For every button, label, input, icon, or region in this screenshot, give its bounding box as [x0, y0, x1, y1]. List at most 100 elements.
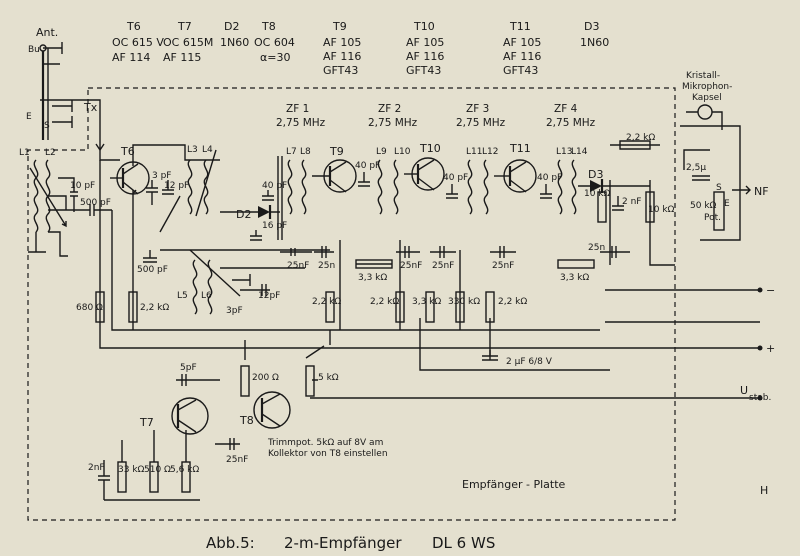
transistor-legend: T6 OC 615 V AF 114 T7 OC 615M AF 115 D2 …	[112, 20, 609, 77]
board-label: Empfänger - Platte	[462, 478, 566, 491]
r-510-label: 510 Ω	[144, 465, 171, 475]
if4-stage: T11 L13 L14 40 pF D3 2 nF 10 kΩ 10 kΩ 25…	[494, 133, 675, 283]
nf-output-label: NF	[754, 185, 769, 198]
pot-e-label: E	[724, 199, 730, 209]
t10-label: T10	[419, 142, 441, 155]
r-2k2-d-label: 2,2 kΩ	[498, 297, 527, 307]
transistor-t6: T6 500 pF	[110, 145, 168, 275]
oscillator-coils-l3-l4: L3 L4 3 pF 12 pF	[146, 145, 217, 233]
c-2uf-label: 2 µF 6/8 V	[506, 357, 553, 367]
c-25nf-e-label: 25nF	[492, 261, 514, 271]
caption-abb: Abb.5:	[206, 534, 255, 552]
legend-t6-line2: AF 114	[112, 51, 150, 64]
r-33k-label: 33 kΩ	[118, 465, 145, 475]
legend-d2-line1: 1N60	[220, 36, 249, 49]
legend-t9-id: T9	[332, 20, 347, 33]
coil-l4-label: L4	[202, 145, 213, 155]
c-3pf-b-label: 3pF	[226, 306, 243, 316]
c-12pf-b-label: 12pF	[258, 291, 280, 301]
legend-t10-id: T10	[413, 20, 435, 33]
legend-t9-line1: AF 105	[323, 36, 361, 49]
coil-l8-label: L8	[300, 147, 311, 157]
initials-mark: H	[760, 484, 768, 497]
coil-l12-label: L12	[482, 147, 498, 157]
antenna-bu-label: Bu	[28, 45, 40, 55]
if1-name: ZF 1	[286, 103, 309, 115]
legend-t6-line1: OC 615 V	[112, 36, 164, 49]
r-3k3-b-label: 3,3 kΩ	[412, 297, 441, 307]
if3-freq: 2,75 MHz	[456, 117, 506, 129]
if2-stage: L9 L10 40 pF 25nF 3,3 kΩ T10	[355, 142, 445, 283]
coil-l1-label: L1	[19, 148, 30, 158]
if2-freq: 2,75 MHz	[368, 117, 418, 129]
if4-name: ZF 4	[554, 103, 578, 115]
c-10pf-label: 10 pF	[70, 181, 95, 191]
t6-label: T6	[120, 145, 135, 158]
legend-t10-line2: AF 116	[406, 50, 444, 63]
r-10k-a-label: 10 kΩ	[584, 189, 611, 199]
r-3k3-c-label: 3,3 kΩ	[560, 273, 589, 283]
pot-label: Pot.	[704, 213, 721, 223]
power-terminals: − + U stab.	[740, 284, 775, 403]
if1-freq: 2,75 MHz	[276, 117, 326, 129]
t9-label: T9	[329, 145, 344, 158]
legend-t9-line3: GFT43	[323, 64, 358, 77]
r-330-label: 330 kΩ	[448, 297, 480, 307]
legend-t8-line1: OC 604	[254, 36, 295, 49]
lower-resistors: 680 Ω 2,2 kΩ 2,2 kΩ 2,2 kΩ 3,3 kΩ 330 kΩ…	[76, 291, 553, 367]
c-25nf-d-label: 25nF	[432, 261, 454, 271]
d3-label: D3	[588, 168, 603, 181]
c-16pf-label: 16 pF	[262, 221, 287, 231]
legend-t8-line2: α=30	[260, 51, 290, 64]
coil-l11-label: L11	[466, 147, 482, 157]
legend-t10-line3: GFT43	[406, 64, 441, 77]
coil-l10-label: L10	[394, 147, 411, 157]
c-25n-b-label: 25n	[318, 261, 335, 271]
legend-t10-line1: AF 105	[406, 36, 444, 49]
c-40pf-a-label: 40 pF	[262, 181, 287, 191]
c-25nf-g-label: 25nF	[226, 455, 248, 465]
legend-t11-line3: GFT43	[503, 64, 538, 77]
trim-note-line1: Trimmpot. 5kΩ auf 8V am	[267, 438, 383, 448]
diode-d2-coils: D2 L5 L6 12pF 3pF	[177, 205, 280, 316]
r-200-label: 200 Ω	[252, 373, 279, 383]
if3-name: ZF 3	[466, 103, 489, 115]
r-2k2-a-label: 2,2 kΩ	[140, 303, 169, 313]
coil-l3-label: L3	[187, 145, 198, 155]
trim-note-line2: Kollektor von T8 einstellen	[268, 449, 388, 459]
c-12pf-label: 12 pF	[164, 181, 189, 191]
tx-label: Tx	[83, 101, 98, 114]
wiring	[99, 144, 760, 399]
if4-freq: 2,75 MHz	[546, 117, 596, 129]
r-5k-label: 5 kΩ	[318, 373, 339, 383]
c-5pf-label: 5pF	[180, 363, 197, 373]
pot-s-label: S	[716, 183, 722, 193]
c-3pf-label: 3 pF	[152, 171, 171, 181]
if1-stage: L7 L8 40 pF 16 pF 25nF T9 25n	[250, 145, 357, 271]
if-stage-labels: ZF 1 2,75 MHz ZF 2 2,75 MHz ZF 3 2,75 MH…	[276, 103, 596, 129]
coil-l6-label: L6	[201, 291, 212, 301]
mic-label-3: Kapsel	[692, 93, 722, 103]
legend-t11-line2: AF 116	[503, 50, 541, 63]
legend-t11-line1: AF 105	[503, 36, 541, 49]
input-coil-l1-l2: L1 L2 10 pF 500 pF	[19, 148, 112, 257]
legend-d3-line1: 1N60	[580, 36, 609, 49]
c-500pf-label: 500 pF	[80, 198, 111, 208]
legend-t7-line2: AF 115	[163, 51, 201, 64]
pot-value-label: 50 kΩ	[690, 201, 717, 211]
ustab-terminal-sub: stab.	[749, 393, 771, 403]
mic-label-1: Kristall-	[686, 71, 720, 81]
mic-capsule	[697, 104, 713, 120]
c-2-5u-label: 2,5µ	[686, 163, 706, 173]
t8-label: T8	[239, 414, 254, 427]
legend-t6-id: T6	[126, 20, 141, 33]
caption-call: DL 6 WS	[432, 534, 495, 552]
antenna-label: Ant.	[36, 26, 58, 39]
legend-t7-line1: OC 615M	[163, 36, 213, 49]
antenna-s-label: S	[44, 121, 50, 131]
mic-and-pot: Kristall- Mikrophon- Kapsel 2,5µ 50 kΩ P…	[680, 71, 769, 241]
antenna-e-label: E	[26, 112, 32, 122]
if3-stage: L11 L12 40 pF 25nF 25nF	[430, 147, 516, 271]
